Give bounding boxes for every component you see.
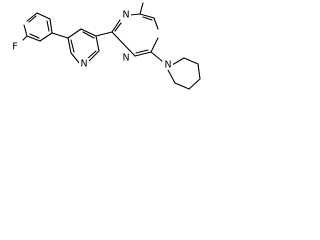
pyrimidine-nitrogen-top-label: N xyxy=(122,10,129,21)
bond xyxy=(188,78,201,90)
bond xyxy=(171,57,185,66)
bond xyxy=(153,17,159,30)
bond xyxy=(80,28,97,37)
bond xyxy=(150,37,159,53)
bond xyxy=(39,32,53,42)
bond xyxy=(135,49,149,54)
pyrimidine-ring xyxy=(111,13,159,57)
bond xyxy=(197,63,201,80)
bond xyxy=(46,20,50,32)
bond xyxy=(114,22,122,32)
bond xyxy=(134,51,152,57)
fluorophenyl-ring xyxy=(22,12,53,42)
bond xyxy=(82,31,95,39)
bond xyxy=(36,12,51,20)
bond xyxy=(29,33,40,39)
bond xyxy=(70,39,75,53)
piperidine-nitrogen-label: N xyxy=(164,60,171,71)
biaryl-bond xyxy=(95,31,113,37)
bond xyxy=(23,24,28,37)
bond xyxy=(86,50,97,60)
bond xyxy=(67,28,82,39)
pyridine-ring xyxy=(67,28,100,65)
bond xyxy=(174,82,190,90)
bond xyxy=(70,52,81,65)
methyl-bond xyxy=(139,2,144,15)
bond xyxy=(28,15,37,23)
biaryl-bond xyxy=(51,32,69,39)
bond xyxy=(183,57,199,65)
fluorine-atom-label: F xyxy=(12,42,17,53)
c-n-bond xyxy=(150,51,163,62)
chemical-structure-diagram: F N N N N xyxy=(10,2,201,90)
bond xyxy=(111,19,121,33)
bond xyxy=(87,50,100,63)
bond xyxy=(95,35,100,52)
piperidine-ring xyxy=(167,57,201,90)
bond xyxy=(67,37,72,54)
bond xyxy=(139,13,155,19)
bond xyxy=(167,69,176,84)
bond xyxy=(142,16,153,21)
pyrimidine-nitrogen-bottom-label: N xyxy=(122,53,129,64)
pyridine-nitrogen-label: N xyxy=(80,59,87,70)
bond xyxy=(49,18,53,34)
bond xyxy=(26,12,38,22)
bond xyxy=(129,13,141,16)
atom-labels: F N N N N xyxy=(10,9,173,71)
bond xyxy=(22,35,28,41)
bond xyxy=(26,35,41,42)
bond xyxy=(111,31,136,57)
